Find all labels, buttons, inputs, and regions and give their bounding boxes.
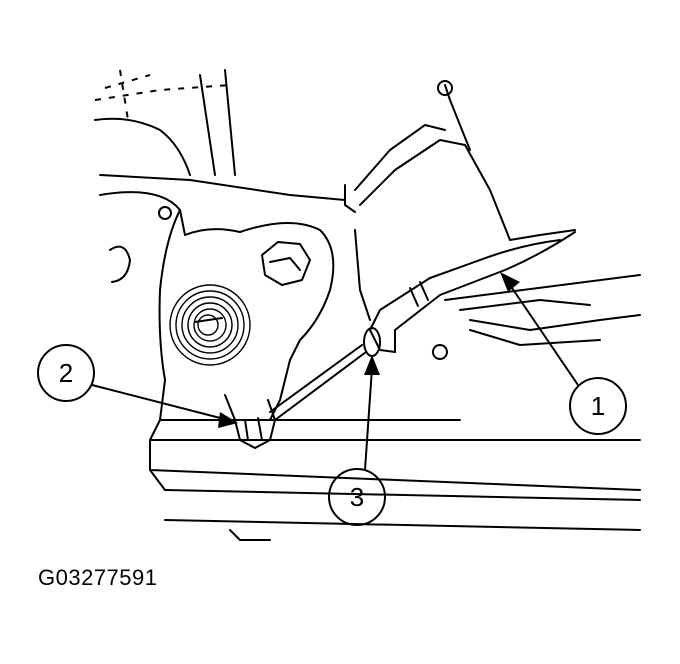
figure-id-label: G03277591: [38, 565, 158, 590]
base-rails: [149, 419, 641, 541]
cable-wire: [269, 344, 367, 421]
callout-1-label: 1: [591, 391, 605, 421]
pivot-bolt: [261, 241, 311, 286]
pedal-bracket: [99, 80, 641, 491]
callout-2: 2: [37, 344, 238, 428]
callout-1: 1: [500, 272, 627, 435]
return-spring: [169, 284, 251, 366]
callout-3: 3: [328, 355, 386, 526]
cable-housing: [363, 231, 576, 357]
callout-3-label: 3: [350, 482, 364, 512]
callout-2-label: 2: [59, 358, 73, 388]
background-dashed-contours: [94, 69, 236, 176]
